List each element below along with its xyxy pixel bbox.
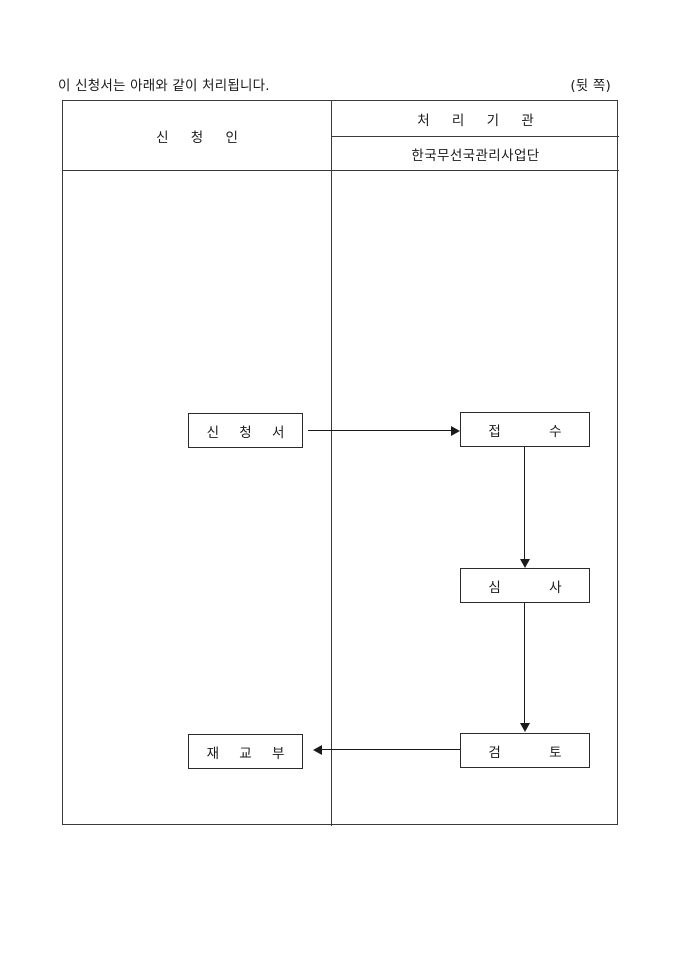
connector-application-to-receipt: [308, 430, 453, 432]
arrow-down-icon: [520, 723, 530, 732]
caption-row: 이 신청서는 아래와 같이 처리됩니다. (뒷 쪽): [58, 72, 623, 94]
connector-examination-to-review: [524, 603, 526, 725]
column-header-applicant: 신 청 인: [156, 129, 247, 146]
flow-node-examination: 심 사: [460, 568, 590, 603]
flow-node-application: 신 청 서: [188, 413, 303, 448]
header-bottom-divider: [63, 170, 619, 171]
agency-header-divider: [332, 136, 619, 137]
column-divider: [331, 101, 332, 826]
flow-node-review: 검 토: [460, 733, 590, 768]
arrow-down-icon: [520, 559, 530, 568]
connector-receipt-to-examination: [524, 447, 526, 561]
arrow-right-icon: [451, 426, 460, 436]
flow-node-receipt: 접 수: [460, 412, 590, 447]
agency-name-label: 한국무선국관리사업단: [411, 147, 540, 164]
process-flow-table: 신 청 인 처 리 기 관 한국무선국관리사업단 신 청 서 접 수 심 사 검…: [62, 100, 619, 826]
processing-caption: 이 신청서는 아래와 같이 처리됩니다.: [58, 78, 270, 94]
arrow-left-icon: [313, 745, 322, 755]
flow-node-reissue: 재 교 부: [188, 734, 303, 769]
connector-review-to-reissue: [322, 749, 460, 751]
page-side-note: (뒷 쪽): [570, 78, 611, 94]
column-header-agency: 처 리 기 관: [417, 112, 543, 129]
